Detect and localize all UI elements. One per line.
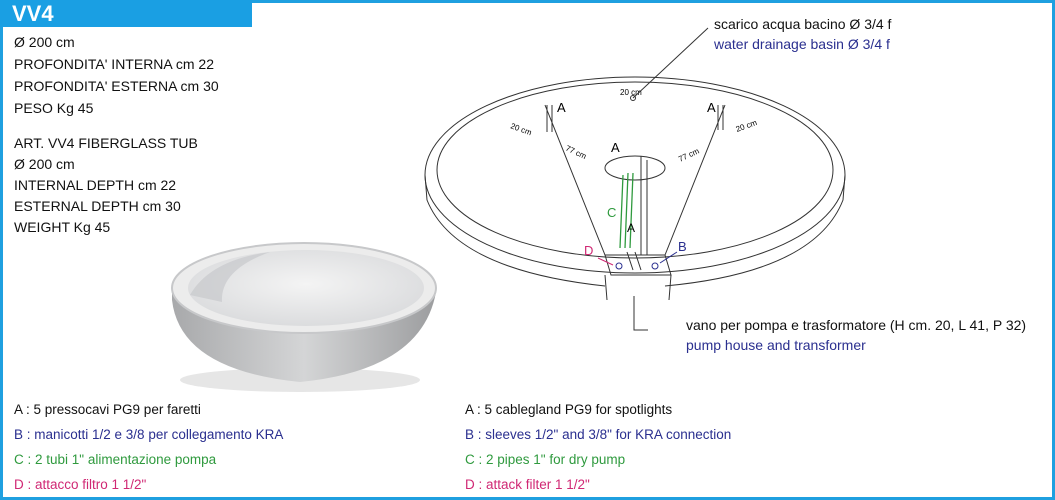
tub-photo [171,242,437,392]
label-a-lower: A [627,221,635,235]
specs-italian: Ø 200 cm PROFONDITA' INTERNA cm 22 PROFO… [14,31,219,119]
spec-line: PESO Kg 45 [14,100,94,116]
legend-item-d: D : attacco filtro 1 1/2" [14,477,147,492]
pump-callout: vano per pompa e trasformatore (H cm. 20… [686,315,1026,355]
legend-item-b: B : manicotti 1/2 e 3/8 per collegamento… [14,427,284,442]
spec-line: INTERNAL DEPTH cm 22 [14,177,177,193]
spec-line: ESTERNAL DEPTH cm 30 [14,198,181,214]
pump-callout-it: vano per pompa e trasformatore (H cm. 20… [686,317,1027,333]
legend-item-c: C : 2 pipes 1" for dry pump [465,452,626,467]
label-b: B [678,239,687,254]
drain-callout-it: scarico acqua bacino Ø 3/4 f [714,16,892,32]
spec-line: Ø 200 cm [14,34,75,50]
legend-item-c: C : 2 tubi 1" alimentazione pompa [14,452,217,467]
drain-callout: scarico acqua bacino Ø 3/4 f water drain… [714,14,891,54]
label-d: D [584,243,593,258]
label-a-right: A [707,100,716,115]
page-title: VV4 [0,0,252,27]
legend-item-d: D : attack filter 1 1/2" [465,477,590,492]
legend-italian: A : 5 pressocavi PG9 per faretti B : man… [14,397,283,497]
label-a-center: A [611,140,620,155]
label-a-left: A [557,100,566,115]
legend-english: A : 5 cablegland PG9 for spotlights B : … [465,397,731,497]
spec-line: PROFONDITA' INTERNA cm 22 [14,56,214,72]
spec-line: WEIGHT Kg 45 [14,219,111,235]
dim-top-label: 20 cm [620,88,642,97]
specs-english: ART. VV4 FIBERGLASS TUB Ø 200 cm INTERNA… [14,133,198,238]
pump-callout-en: pump house and transformer [686,337,866,353]
tub-diagram: 20 cm 20 cm 20 cm 77 cm 77 cm A A A A C … [424,76,846,301]
drain-callout-en: water drainage basin Ø 3/4 f [714,36,890,52]
label-c: C [607,205,616,220]
spec-line: ART. VV4 FIBERGLASS TUB [14,135,198,151]
spec-line: PROFONDITA' ESTERNA cm 30 [14,78,219,94]
spec-line: Ø 200 cm [14,156,75,172]
legend-item-a: A : 5 cablegland PG9 for spotlights [465,402,673,417]
legend-item-b: B : sleeves 1/2" and 3/8" for KRA connec… [465,427,732,442]
legend-item-a: A : 5 pressocavi PG9 per faretti [14,402,201,417]
